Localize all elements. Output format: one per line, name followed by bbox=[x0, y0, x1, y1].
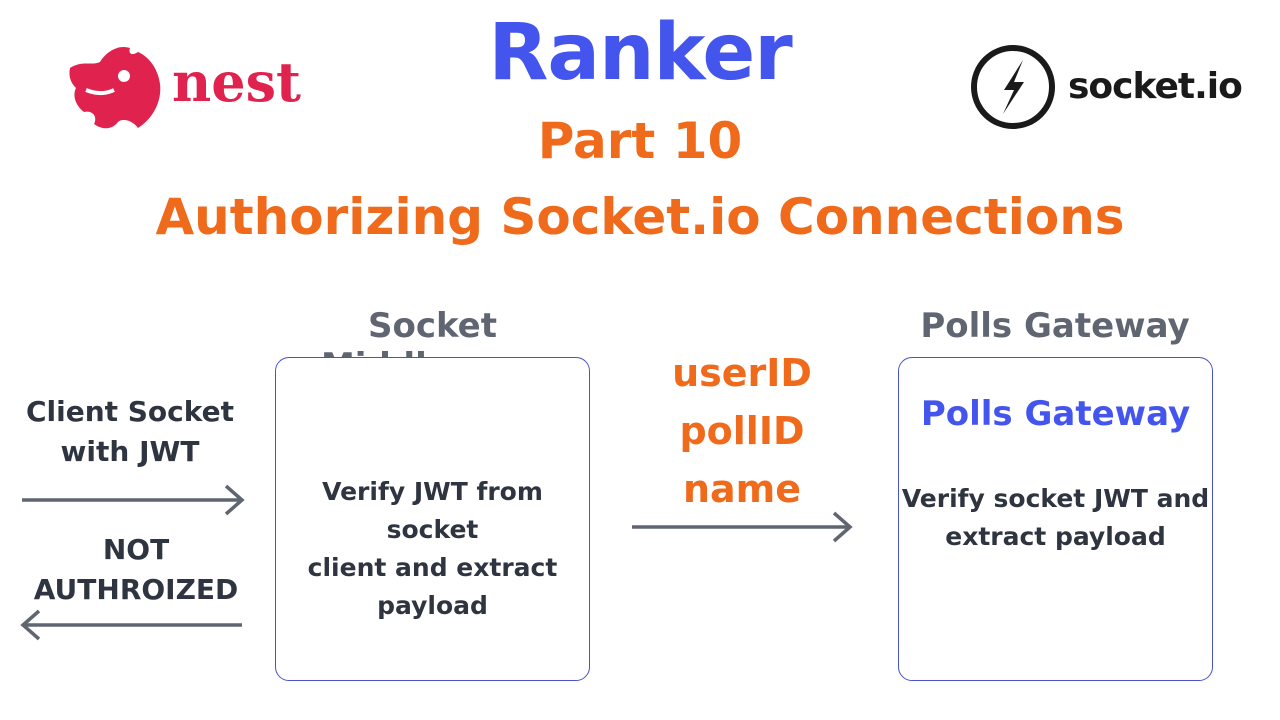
client-label-line1: Client Socket bbox=[25, 395, 235, 428]
gateway-box: Polls Gateway Verify socket JWT and extr… bbox=[898, 357, 1213, 681]
nestjs-logo-text: nest bbox=[172, 50, 301, 114]
gateway-inner-title: Polls Gateway bbox=[920, 394, 1191, 434]
nestjs-cat-icon bbox=[69, 46, 161, 129]
middleware-description: Verify JWT from socket client and extrac… bbox=[276, 473, 589, 625]
payload-item-name: name bbox=[682, 467, 802, 511]
page-subtitle: Authorizing Socket.io Connections bbox=[155, 188, 1125, 246]
page-title: Ranker bbox=[488, 8, 792, 98]
socketio-bolt-icon bbox=[971, 45, 1055, 129]
not-authorized-label: NOT AUTHROIZED bbox=[10, 530, 262, 610]
part-label: Part 10 bbox=[537, 112, 743, 170]
payload-item-pollid: pollID bbox=[679, 409, 805, 453]
reject-line2: AUTHROIZED bbox=[33, 573, 239, 606]
gateway-description: Verify socket JWT and extract payload bbox=[899, 480, 1212, 556]
middleware-box: Verify JWT from socket client and extrac… bbox=[275, 357, 590, 681]
client-label-line2: with JWT bbox=[60, 435, 200, 468]
payload-item-userid: userID bbox=[672, 351, 812, 395]
gateway-line2: extract payload bbox=[945, 522, 1166, 551]
reject-arrow bbox=[20, 609, 242, 641]
client-socket-label: Client Socket with JWT bbox=[10, 392, 250, 472]
gateway-line1: Verify socket JWT and bbox=[901, 484, 1210, 513]
middleware-line1: Verify JWT from socket bbox=[322, 477, 543, 544]
reject-line1: NOT bbox=[102, 533, 170, 566]
payload-list: userID pollID name bbox=[632, 344, 852, 518]
middleware-line2: client and extract bbox=[307, 553, 558, 582]
socketio-logo-text: socket.io bbox=[1068, 66, 1243, 107]
gateway-heading: Polls Gateway bbox=[920, 306, 1190, 346]
middleware-line3: payload bbox=[377, 591, 488, 620]
request-arrow bbox=[22, 484, 245, 516]
forward-arrow bbox=[632, 511, 853, 543]
